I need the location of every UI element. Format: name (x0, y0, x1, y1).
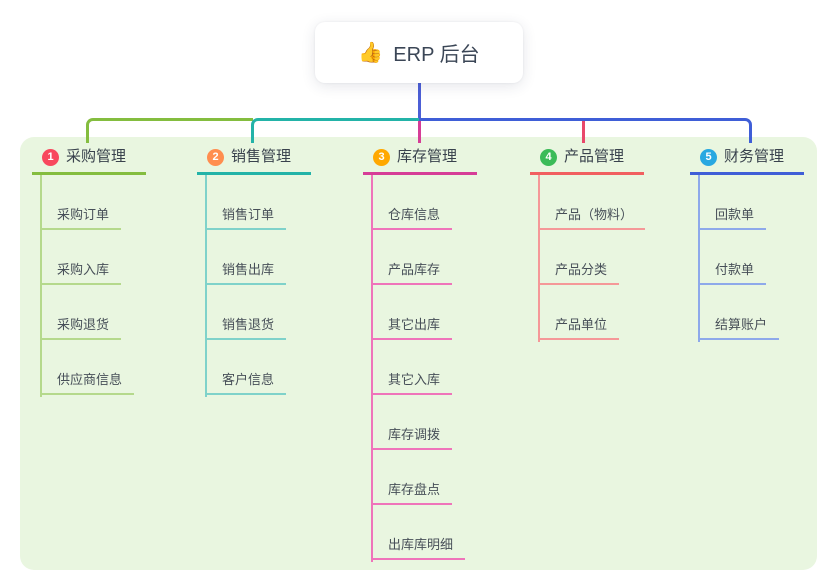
connector-bus-branch-2 (251, 118, 419, 143)
branch-column: 2 销售管理 销售订单销售出库销售退货客户信息 (197, 143, 312, 397)
child-label: 销售订单 (222, 207, 275, 222)
child-node[interactable]: 采购入库 (40, 230, 122, 285)
branch-column: 3 库存管理 仓库信息产品库存其它出库其它入库库存调拨库存盘点出库库明细 (363, 143, 478, 562)
connector-root-stem (418, 83, 421, 121)
child-node[interactable]: 结算账户 (698, 285, 780, 340)
branch-number-badge: 5 (700, 148, 717, 166)
branch-label: 销售管理 (231, 148, 292, 165)
child-label: 回款单 (715, 207, 755, 222)
child-label: 采购入库 (57, 262, 110, 277)
branch-connector-line (371, 175, 373, 562)
branch-connector-line (40, 175, 42, 397)
branch-number-badge: 3 (373, 148, 390, 166)
branch-column: 4 产品管理 产品（物料） 产品分类产品单位 (530, 143, 646, 342)
child-label: 仓库信息 (388, 207, 441, 222)
child-node[interactable]: 回款单 (698, 175, 767, 230)
branch-children: 回款单付款单结算账户 (698, 175, 804, 340)
child-label: 其它入库 (388, 372, 441, 387)
child-label: 库存盘点 (388, 482, 441, 497)
branch-label: 采购管理 (66, 148, 127, 165)
child-label: 客户信息 (222, 372, 275, 387)
branch-number-badge: 4 (540, 148, 557, 166)
branch-number-badge: 2 (207, 148, 224, 166)
branch-children: 采购订单采购入库采购退货供应商信息 (40, 175, 146, 395)
child-label: 供应商信息 (57, 372, 123, 387)
child-node[interactable]: 库存盘点 (371, 450, 453, 505)
connector-bus-branch-1 (86, 118, 253, 143)
child-node[interactable]: 产品库存 (371, 230, 453, 285)
connector-drop-branch-4 (582, 121, 585, 143)
child-label: 采购订单 (57, 207, 110, 222)
child-label: 结算账户 (715, 317, 768, 332)
child-label: 产品库存 (388, 262, 441, 277)
branch-node[interactable]: 1 采购管理 (32, 143, 147, 175)
child-node[interactable]: 仓库信息 (371, 175, 453, 230)
branch-node[interactable]: 4 产品管理 (530, 143, 645, 175)
child-label: 销售出库 (222, 262, 275, 277)
branch-node[interactable]: 2 销售管理 (197, 143, 312, 175)
connector-drop-branch-3 (418, 121, 421, 143)
branch-connector-line (698, 175, 700, 342)
branch-column: 1 采购管理 采购订单采购入库采购退货供应商信息 (32, 143, 147, 397)
child-node[interactable]: 客户信息 (205, 340, 287, 395)
root-title: ERP 后台 (393, 44, 480, 66)
branch-children: 销售订单销售出库销售退货客户信息 (205, 175, 311, 395)
child-label: 库存调拨 (388, 427, 441, 442)
child-label: 产品（物料） (555, 207, 634, 222)
branch-children: 产品（物料） 产品分类产品单位 (538, 175, 646, 340)
thumbs-up-icon: 👍 (358, 41, 384, 64)
child-node[interactable]: 其它出库 (371, 285, 453, 340)
child-node[interactable]: 销售出库 (205, 230, 287, 285)
root-node[interactable]: 👍 ERP 后台 (315, 22, 523, 83)
child-node[interactable]: 其它入库 (371, 340, 453, 395)
child-node[interactable]: 采购退货 (40, 285, 122, 340)
child-label: 产品分类 (555, 262, 608, 277)
child-label: 付款单 (715, 262, 755, 277)
branch-node[interactable]: 5 财务管理 (690, 143, 805, 175)
branch-connector-line (205, 175, 207, 397)
branch-children: 仓库信息产品库存其它出库其它入库库存调拨库存盘点出库库明细 (371, 175, 477, 560)
child-node[interactable]: 库存调拨 (371, 395, 453, 450)
branch-node[interactable]: 3 库存管理 (363, 143, 478, 175)
child-node[interactable]: 产品分类 (538, 230, 620, 285)
child-label: 销售退货 (222, 317, 275, 332)
child-label: 出库库明细 (388, 537, 454, 552)
child-node[interactable]: 采购订单 (40, 175, 122, 230)
child-node[interactable]: 供应商信息 (40, 340, 135, 395)
child-label: 采购退货 (57, 317, 110, 332)
child-label: 产品单位 (555, 317, 608, 332)
child-node[interactable]: 付款单 (698, 230, 767, 285)
branch-number-badge: 1 (42, 148, 59, 166)
branch-connector-line (538, 175, 540, 342)
child-node[interactable]: 销售订单 (205, 175, 287, 230)
branches-panel (20, 137, 817, 570)
child-node[interactable]: 产品单位 (538, 285, 620, 340)
child-node[interactable]: 产品（物料） (538, 175, 646, 230)
child-node[interactable]: 出库库明细 (371, 505, 466, 560)
connector-bus-branch-5 (419, 118, 752, 143)
child-node[interactable]: 销售退货 (205, 285, 287, 340)
child-label: 其它出库 (388, 317, 441, 332)
branch-label: 财务管理 (724, 148, 785, 165)
branch-label: 产品管理 (564, 148, 625, 165)
branch-column: 5 财务管理 回款单付款单结算账户 (690, 143, 805, 342)
branch-label: 库存管理 (397, 148, 458, 165)
